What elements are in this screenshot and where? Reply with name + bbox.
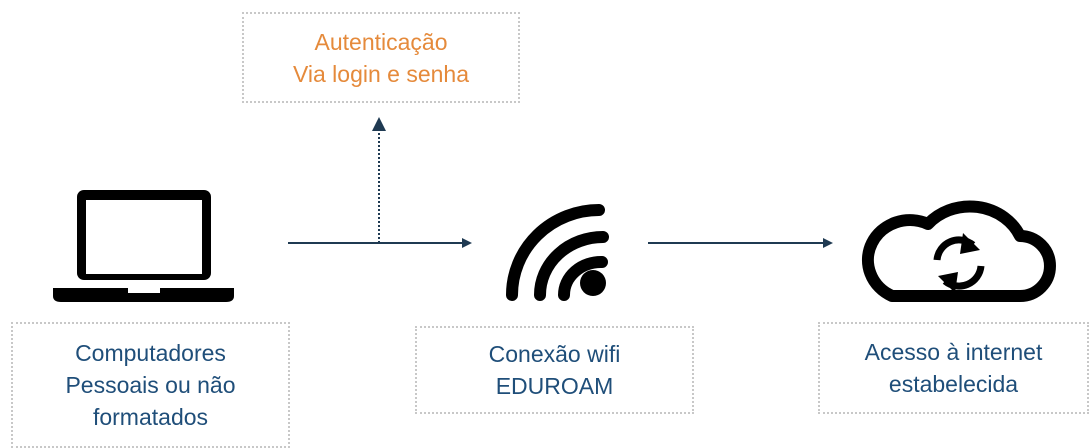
internet-line-1: Acesso à internet bbox=[864, 339, 1043, 365]
computers-line-1: Computadores bbox=[75, 340, 226, 366]
computers-line-2: Pessoais ou não bbox=[65, 372, 236, 398]
wifi-box: Conexão wifi EDUROAM bbox=[415, 326, 694, 414]
internet-box: Acesso à internet estabelecida bbox=[818, 322, 1089, 414]
internet-line-2: estabelecida bbox=[888, 371, 1019, 397]
computers-box: Computadores Pessoais ou não formatados bbox=[11, 322, 290, 448]
authentication-line-1: Autenticação bbox=[314, 28, 448, 55]
wifi-line-1: Conexão wifi bbox=[488, 341, 621, 367]
arrow-head-authentication bbox=[372, 117, 386, 131]
authentication-line-2: Via login e senha bbox=[292, 60, 470, 87]
wifi-line-2: EDUROAM bbox=[495, 373, 614, 399]
computers-line-3: formatados bbox=[92, 404, 209, 430]
authentication-box: Autenticação Via login e senha bbox=[242, 12, 520, 103]
